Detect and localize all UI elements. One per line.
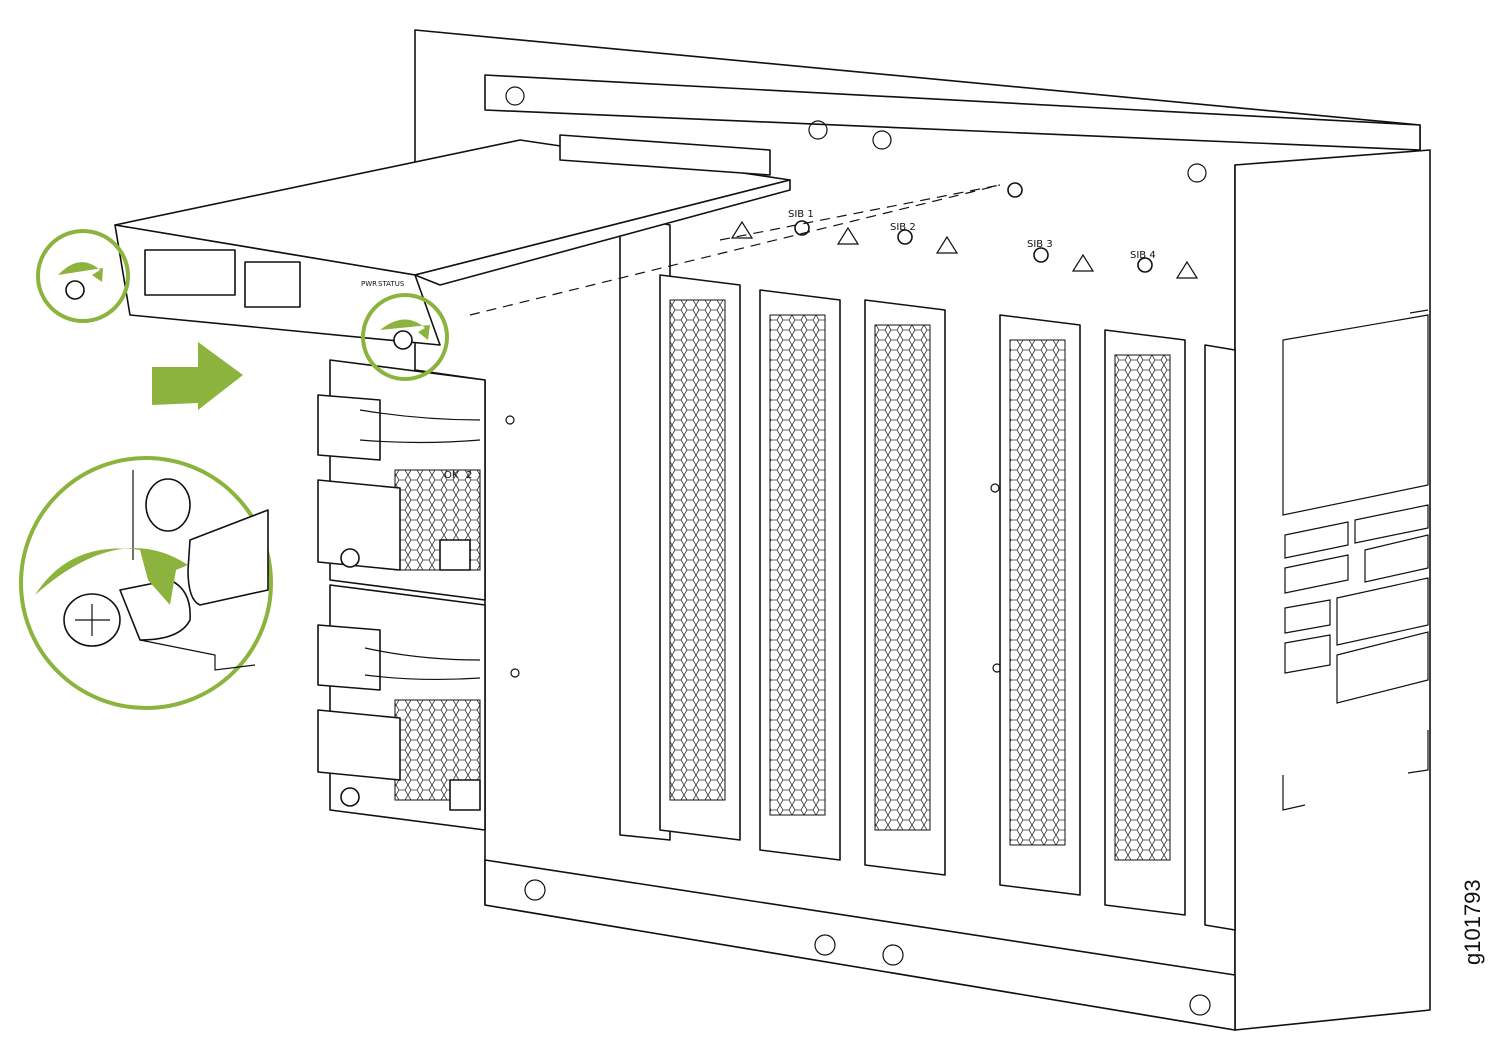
power-supplies: [317, 359, 486, 831]
sib-label-4: SIB 4: [1130, 250, 1156, 261]
captive-screws: [794, 182, 1153, 273]
screw-callout-left: [36, 229, 130, 323]
led-2-label: 2: [466, 470, 472, 481]
sib-card: [1104, 329, 1186, 916]
screw-detail-callout: [19, 456, 273, 710]
sib-label-3: SIB 3: [1027, 239, 1053, 250]
insert-direction-arrow: [152, 342, 243, 410]
warning-icons: [730, 220, 1199, 279]
sib-card: [999, 314, 1081, 896]
ok-led-label: OK: [444, 470, 459, 481]
sib-label-1: SIB 1: [788, 209, 814, 220]
sib-card: [1204, 344, 1236, 931]
figure-id: g101793: [1460, 879, 1485, 965]
screw-callout-right: [361, 293, 449, 381]
sib-cards: [659, 274, 1236, 931]
control-card: [114, 134, 1001, 346]
status-led-label: STATUS: [378, 280, 405, 288]
sib-card: [659, 274, 741, 841]
sib-card: [864, 299, 946, 876]
sib-label-2: SIB 2: [890, 222, 916, 233]
sib-card: [759, 289, 841, 861]
pwr-led-label: PWR: [361, 280, 377, 288]
